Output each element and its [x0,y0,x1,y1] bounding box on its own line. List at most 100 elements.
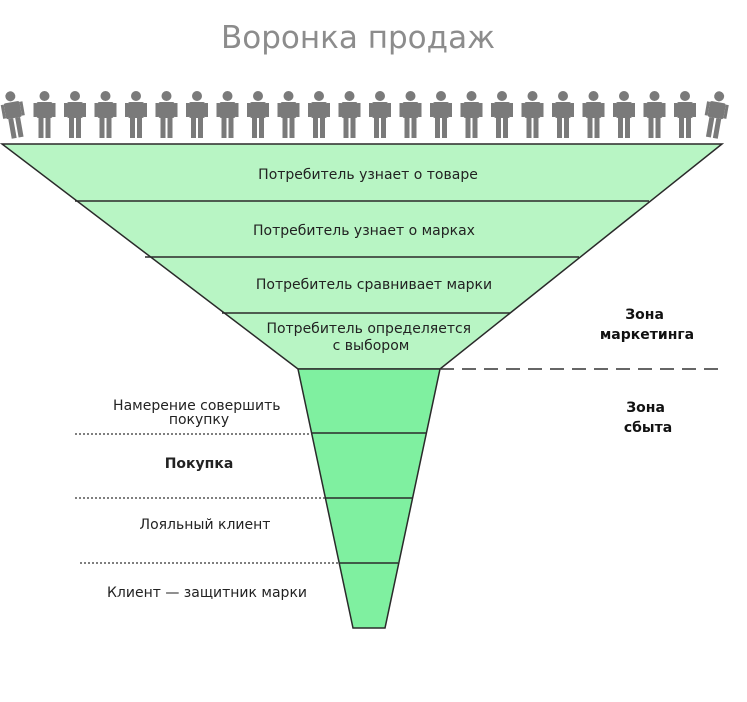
person-head [466,91,477,101]
zone-line: маркетинга [600,327,694,343]
person-arm [94,103,98,117]
person-arm [174,103,178,117]
person-icon [186,91,208,138]
sales-stage-label: Клиент — защитник марки [107,585,307,601]
person-head [161,91,172,101]
person-arm [521,103,525,117]
person-icon [33,91,56,138]
person-head [558,91,568,101]
person-head [344,91,355,101]
person-torso [36,102,53,118]
person-icon [704,91,729,139]
person-leg [533,118,539,138]
person-leg [191,118,196,138]
person-leg [381,118,386,138]
person-torso [128,102,144,118]
person-icon [521,91,544,138]
person-leg [99,118,105,138]
person-arm [19,101,25,116]
person-arm [64,103,67,117]
person-torso [585,102,602,118]
zone-line: сбыта [624,420,672,436]
page-title: Воронка продаж [221,20,495,56]
person-arm [693,103,696,117]
person-head [131,91,141,101]
person-leg [526,118,532,138]
person-leg [313,118,318,138]
person-icon [460,91,483,138]
stage-line: Клиент — защитник марки [107,585,307,601]
person-head [253,91,263,101]
person-icon [216,91,239,138]
person-torso [524,102,541,118]
person-torso [555,102,571,118]
person-leg [435,118,440,138]
person-torso [707,101,726,120]
person-icon [369,91,391,138]
person-torso [189,102,205,118]
person-arm [296,103,300,117]
person-arm [186,103,189,117]
person-arm [308,103,311,117]
person-torso [97,102,114,118]
person-arm [369,103,372,117]
person-arm [144,103,147,117]
person-icon [552,91,574,138]
person-arm [216,103,220,117]
person-arm [266,103,269,117]
person-torso [341,102,358,118]
sales-stage-label: Покупка [165,456,234,472]
person-leg [76,118,81,138]
person-icon [125,91,147,138]
stage-line: Намерение совершить [113,398,280,414]
person-arm [338,103,342,117]
marketing-stage-label: Потребитель узнает о товаре [258,167,478,183]
person-head [588,91,599,101]
person-arm [491,103,494,117]
person-leg [259,118,264,138]
person-head [527,91,538,101]
person-icon [399,91,422,138]
person-icon [674,91,696,138]
person-arm [235,103,239,117]
stage-line: Потребитель узнает о товаре [258,167,478,183]
person-arm [277,103,281,117]
person-leg [221,118,227,138]
person-leg [625,118,630,138]
stage-line: Потребитель определяется [266,321,471,337]
person-arm [205,103,208,117]
person-leg [45,118,51,138]
person-arm [662,103,666,117]
person-icon [247,91,269,138]
person-leg [228,118,234,138]
person-arm [418,103,422,117]
person-arm [0,104,7,119]
stage-line: Потребитель узнает о марках [253,223,475,239]
zone-marketing-label: Зона маркетинга [600,307,694,343]
person-leg [130,118,135,138]
person-leg [69,118,74,138]
stage-line: Покупка [165,456,234,472]
person-leg [705,116,715,138]
person-leg [38,118,44,138]
stage-line: Потребитель сравнивает марки [256,277,492,293]
person-leg [320,118,325,138]
person-torso [463,102,480,118]
person-head [100,91,111,101]
person-leg [655,118,661,138]
person-icon [491,91,513,138]
person-torso [250,102,266,118]
sales-stage-label: Намерение совершить покупку [113,398,285,428]
person-arm [460,103,464,117]
person-arm [582,103,586,117]
person-arm [113,103,117,117]
person-icon [155,91,178,138]
person-head [70,91,80,101]
person-arm [430,103,433,117]
person-torso [433,102,449,118]
person-leg [160,118,166,138]
person-torso [67,102,83,118]
person-icon [0,91,25,139]
person-arm [357,103,361,117]
person-head [314,91,324,101]
